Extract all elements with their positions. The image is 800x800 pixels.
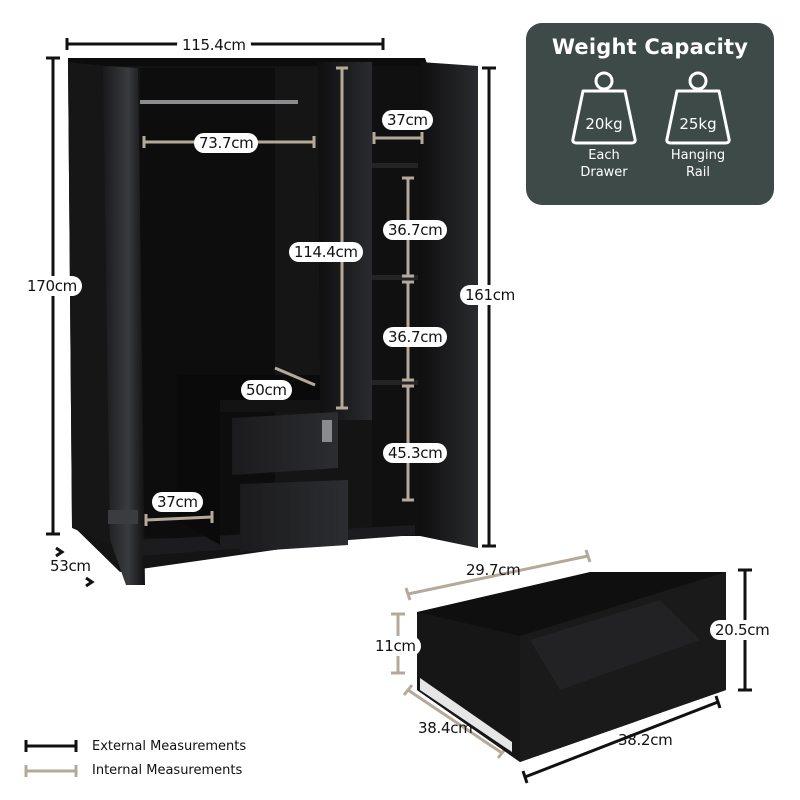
- wardrobe: [68, 58, 478, 585]
- label-hanging-height: 114.4cm: [289, 242, 363, 262]
- label-drawer-inner-width: 29.7cm: [466, 561, 521, 579]
- weight-item-hanging-rail: 25kg Hanging Rail: [658, 71, 738, 181]
- legend-internal-label: Internal Measurements: [92, 762, 243, 778]
- label-external-width: 115.4cm: [177, 35, 251, 55]
- drawer-illustration: [417, 572, 726, 762]
- legend-external-label: External Measurements: [92, 738, 247, 754]
- label-inner-height: 161cm: [460, 285, 520, 305]
- label-lower-width: 37cm: [152, 492, 203, 512]
- weight-capacity-card: Weight Capacity 20kg Each Drawer 25kg Ha…: [526, 23, 774, 205]
- weight-caption-line2: Rail: [686, 165, 710, 180]
- external-measurement-lines: [46, 38, 752, 784]
- label-drawer-outer-height: 20.5cm: [710, 620, 775, 640]
- weight-caption-line1: Each: [588, 148, 620, 163]
- legend: External Measurements Internal Measureme…: [76, 734, 246, 782]
- weight-icon: [571, 71, 637, 145]
- label-drawer-outer-width: 38.2cm: [618, 731, 673, 749]
- label-shelf-gap-2: 36.7cm: [383, 327, 448, 347]
- label-external-height: 170cm: [22, 276, 82, 296]
- label-shelf-gap-3: 45.3cm: [383, 443, 448, 463]
- label-drawer-inner-depth: 38.4cm: [418, 719, 473, 737]
- label-shelf-width: 37cm: [382, 110, 433, 130]
- weight-caption-line2: Drawer: [580, 165, 628, 180]
- weight-value: 20kg: [585, 115, 623, 133]
- label-external-depth: 53cm: [50, 557, 91, 575]
- label-shelf-gap-1: 36.7cm: [383, 220, 448, 240]
- weight-value: 25kg: [679, 115, 717, 133]
- weight-item-drawer: 20kg Each Drawer: [564, 71, 644, 181]
- label-hanging-width: 73.7cm: [194, 133, 259, 153]
- label-drawer-unit-depth: 50cm: [241, 380, 292, 400]
- weight-capacity-title: Weight Capacity: [551, 35, 749, 59]
- weight-caption-line1: Hanging: [670, 148, 726, 163]
- legend-lines: [24, 740, 78, 777]
- label-drawer-inner-height: 11cm: [372, 636, 421, 656]
- weight-icon: [665, 71, 731, 145]
